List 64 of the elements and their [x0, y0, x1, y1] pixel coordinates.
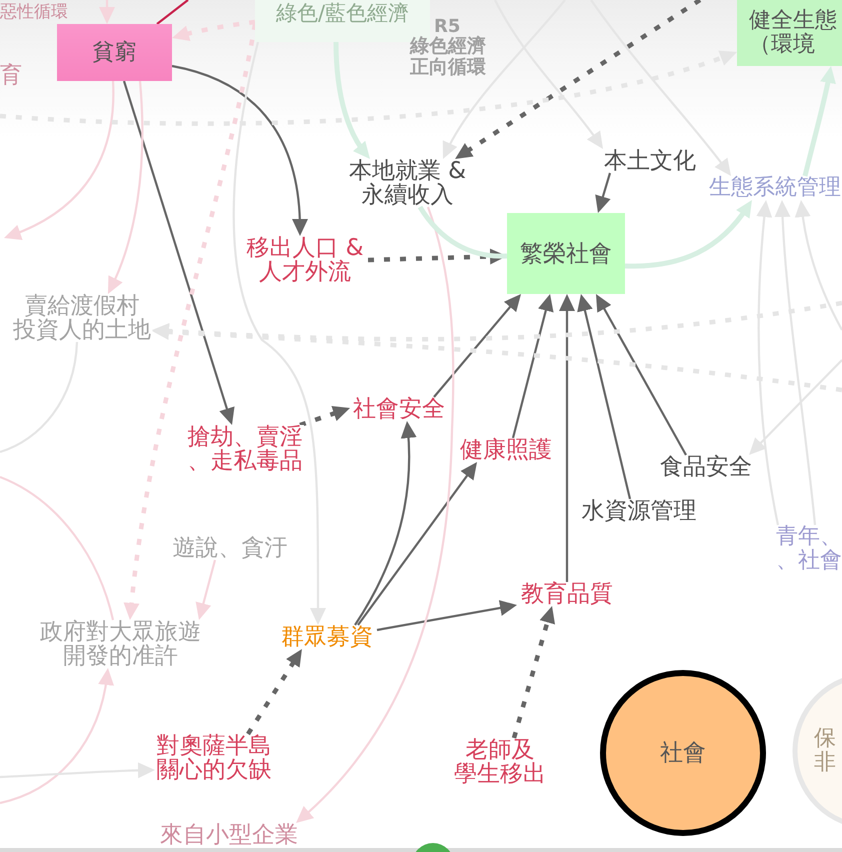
dotted-arrow	[152, 324, 842, 392]
arrow	[624, 200, 752, 269]
connector-line	[418, 206, 508, 259]
loop-label: 惡性循環	[0, 1, 68, 24]
arrow	[376, 600, 517, 632]
variable-label: 老師及學生移出	[453, 738, 547, 786]
arrow	[512, 294, 554, 438]
loop-number: R5	[434, 15, 460, 37]
arrow	[433, 294, 521, 398]
process-box: 繁榮社會	[507, 213, 625, 294]
process-box: 健全生態（環境	[737, 0, 842, 66]
arrow	[794, 200, 842, 331]
arrow	[122, 80, 235, 425]
variable-label: 食品安全	[656, 455, 756, 479]
arrow	[596, 294, 687, 456]
arrow	[749, 359, 842, 455]
variable-label: 生態系統管理	[708, 176, 842, 200]
arrow	[232, 42, 326, 625]
arrow	[99, 0, 115, 24]
variable-label: 群眾募資	[277, 625, 377, 649]
arrow	[756, 200, 780, 526]
dotted-arrow	[246, 649, 302, 736]
variable-label: 水資源管理	[579, 499, 699, 523]
dotted-arrow	[124, 24, 258, 620]
variable-label: 賣給渡假村投資人的土地	[12, 294, 152, 342]
variable-label: 青年、、社會	[776, 525, 842, 573]
variable-label: 社會安全	[350, 397, 448, 421]
arrow	[296, 206, 454, 824]
variable-label: 對奧薩半島關心的欠缺	[155, 734, 273, 782]
arrow	[494, 0, 603, 149]
arrow	[802, 66, 836, 177]
dotted-arrow	[152, 300, 842, 342]
variable-label: 政府對大眾旅遊開發的准許	[39, 620, 202, 668]
dotted-arrow	[172, 20, 256, 42]
arrow	[0, 668, 114, 804]
arrow	[334, 42, 370, 159]
arrow	[442, 0, 566, 158]
arrow	[577, 294, 632, 500]
dotted-arrow	[0, 50, 737, 126]
arrow	[357, 462, 477, 626]
arrow	[4, 81, 114, 240]
process-box: 貧窮	[57, 24, 172, 81]
arrow	[559, 294, 575, 582]
arrow	[196, 560, 216, 620]
connector-line	[0, 476, 114, 620]
arrow	[0, 762, 155, 778]
arrow	[774, 200, 816, 526]
connector-line	[0, 342, 78, 454]
variable-label: 教育品質	[517, 582, 617, 606]
dotted-arrow	[299, 406, 350, 428]
connector-line	[156, 0, 189, 25]
variable-label: 搶劫、賣淫、走私毒品	[186, 425, 304, 473]
variable-label: 遊說、貪汙	[171, 536, 289, 560]
variable-label: 育	[0, 64, 22, 88]
arrow	[172, 64, 308, 236]
arrow	[108, 80, 144, 294]
dotted-arrow	[455, 0, 702, 159]
arrow	[590, 0, 731, 176]
variable-label: 本土文化	[600, 149, 700, 173]
variable-label: 來自小型企業	[158, 823, 300, 847]
arrow	[354, 421, 416, 626]
dotted-arrow	[512, 606, 556, 739]
variable-label: 本地就業 & 永續收入	[345, 159, 470, 207]
arrow	[595, 172, 612, 213]
